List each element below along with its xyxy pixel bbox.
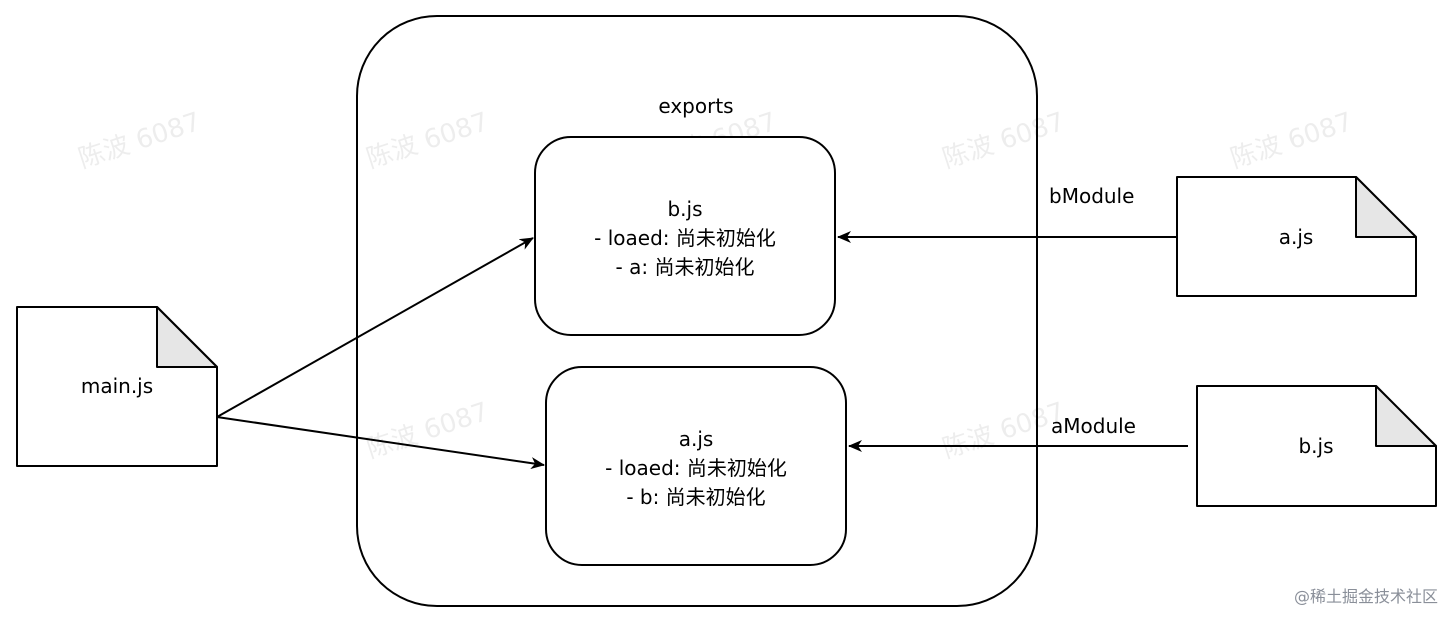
exports-title: exports bbox=[658, 94, 733, 118]
b-js-fold-icon bbox=[1375, 385, 1437, 447]
b-module-edge-label: bModule bbox=[1049, 184, 1134, 208]
main-to-a-box-arrow bbox=[216, 416, 545, 470]
main-to-b-box-arrow bbox=[216, 237, 534, 418]
a-js-file: a.js bbox=[1176, 176, 1417, 297]
a-js-label: a.js bbox=[1279, 225, 1314, 249]
a-module-edge-label: aModule bbox=[1051, 414, 1136, 438]
watermark-text: 陈波 6087 bbox=[1227, 107, 1357, 175]
b-js-label: b.js bbox=[1298, 434, 1333, 458]
credit-text: @稀土掘金技术社区 bbox=[1294, 587, 1438, 606]
watermark-text: 陈波 6087 bbox=[939, 107, 1069, 175]
main-js-fold-icon bbox=[156, 306, 218, 368]
a-js-box-title: a.js bbox=[679, 427, 714, 451]
b-js-box-title: b.js bbox=[667, 197, 702, 221]
a-js-box-loaded: - loaed: 尚未初始化 bbox=[605, 456, 787, 480]
b-js-box bbox=[534, 136, 836, 336]
watermark-text: 陈波 6087 bbox=[75, 107, 205, 175]
watermark-text: 陈波 6087 bbox=[363, 107, 493, 175]
b-js-box-a: - a: 尚未初始化 bbox=[616, 255, 755, 279]
main-js-file: main.js bbox=[16, 306, 218, 467]
exports-container bbox=[356, 15, 1038, 607]
a-js-box bbox=[545, 366, 847, 566]
watermark-text: 陈波 6087 bbox=[939, 397, 1069, 465]
b-js-box-loaded: - loaed: 尚未初始化 bbox=[594, 226, 776, 250]
a-js-box-b: - b: 尚未初始化 bbox=[626, 485, 765, 509]
a-js-fold-icon bbox=[1355, 176, 1417, 238]
b-js-file: b.js bbox=[1196, 385, 1437, 507]
main-js-label: main.js bbox=[81, 374, 153, 398]
